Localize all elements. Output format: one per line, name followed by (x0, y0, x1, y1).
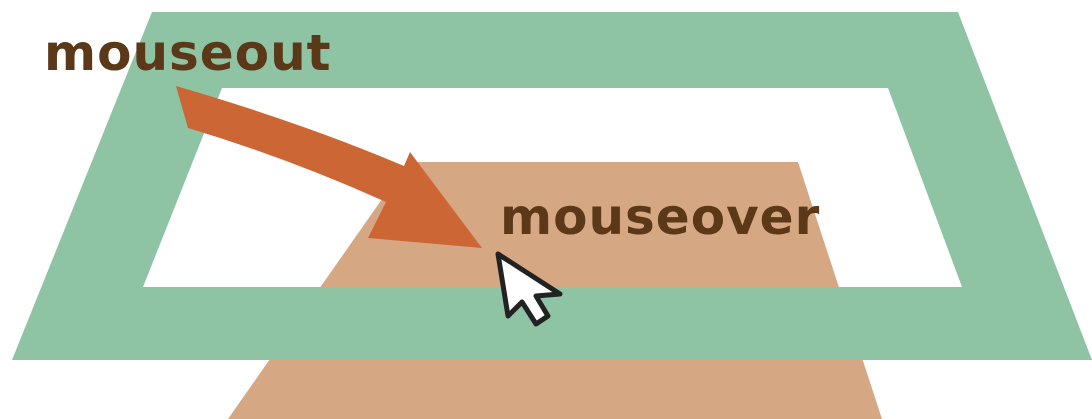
mouseover-label: mouseover (500, 188, 821, 246)
mouse-cursor-icon (495, 251, 563, 327)
mouseout-label: mouseout (44, 24, 332, 82)
transition-arrow (176, 86, 482, 248)
